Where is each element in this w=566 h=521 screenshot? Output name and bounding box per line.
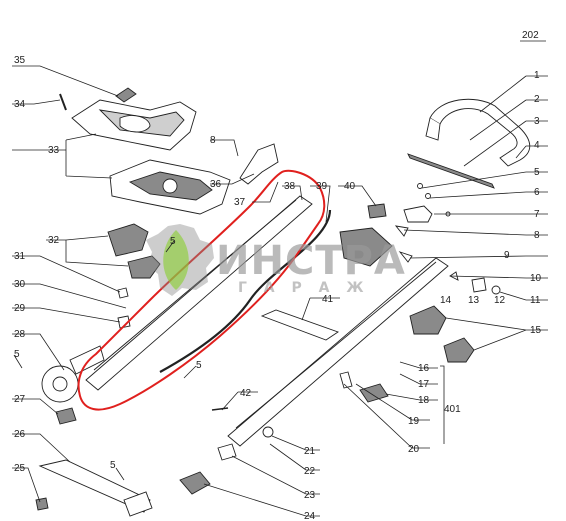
part-38-left-rail bbox=[85, 195, 313, 391]
label-30: 30 bbox=[14, 279, 26, 290]
label-31: 31 bbox=[14, 251, 26, 262]
label-16: 16 bbox=[418, 363, 430, 374]
label-5-left: 5 bbox=[14, 349, 20, 360]
part-15-gearbox bbox=[409, 305, 475, 363]
label-5: 5 bbox=[534, 167, 540, 178]
part-25-foot bbox=[35, 497, 49, 511]
label-13: 13 bbox=[468, 295, 480, 306]
part-33-upper-frame bbox=[71, 99, 197, 151]
part-23-clip bbox=[217, 443, 237, 461]
label-28: 28 bbox=[14, 329, 26, 340]
part-40-block bbox=[367, 203, 387, 219]
label-11: 11 bbox=[530, 295, 541, 306]
label-5-gearbox: 5 bbox=[170, 236, 176, 247]
label-23: 23 bbox=[304, 490, 316, 501]
label-5-middle: 5 bbox=[196, 360, 202, 371]
label-15: 15 bbox=[530, 325, 542, 336]
label-9: 9 bbox=[504, 250, 510, 261]
label-21: 21 bbox=[304, 446, 316, 457]
leader-lines bbox=[12, 65, 548, 517]
label-14: 14 bbox=[440, 295, 452, 306]
label-27: 27 bbox=[14, 394, 26, 405]
label-25: 25 bbox=[14, 463, 26, 474]
label-10: 10 bbox=[530, 273, 542, 284]
label-6: 6 bbox=[534, 187, 540, 198]
part-42-bolt bbox=[211, 407, 229, 411]
label-17: 17 bbox=[418, 379, 430, 390]
part-28-wheel bbox=[41, 345, 105, 403]
label-18: 18 bbox=[418, 395, 430, 406]
part-27-bracket bbox=[55, 407, 77, 425]
part-31-screw bbox=[117, 287, 129, 299]
part-9-clip bbox=[394, 225, 413, 263]
part-29-clip bbox=[117, 315, 131, 329]
part-18-plate bbox=[339, 371, 389, 403]
label-40: 40 bbox=[344, 181, 356, 192]
label-20: 20 bbox=[408, 444, 420, 455]
label-29: 29 bbox=[14, 303, 26, 314]
label-401: 401 bbox=[444, 404, 461, 415]
label-24: 24 bbox=[304, 511, 316, 521]
label-37: 37 bbox=[234, 197, 246, 208]
label-38: 38 bbox=[284, 181, 296, 192]
label-32: 32 bbox=[48, 235, 60, 246]
watermark-leaf-icon bbox=[163, 230, 189, 290]
part-3-strip bbox=[407, 153, 495, 189]
diagram-id-label: 202 bbox=[522, 30, 539, 41]
part-35-pedal bbox=[115, 87, 137, 103]
part-number-labels: 202 1 2 3 4 5 6 7 8 9 10 11 12 13 14 15 … bbox=[14, 30, 546, 521]
part-7-bracket bbox=[403, 183, 451, 223]
part-401-right-rail bbox=[227, 257, 449, 447]
part-41-crossbar bbox=[260, 309, 339, 341]
label-3: 3 bbox=[534, 116, 540, 127]
label-35: 35 bbox=[14, 55, 26, 66]
watermark-subtitle: Г А Р А Ж bbox=[238, 280, 370, 296]
label-7: 7 bbox=[534, 209, 540, 220]
label-22: 22 bbox=[304, 466, 316, 477]
label-12: 12 bbox=[494, 295, 506, 306]
label-36: 36 bbox=[210, 179, 222, 190]
watermark-title: ИНСТРА bbox=[216, 238, 406, 284]
label-1: 1 bbox=[534, 70, 540, 81]
part-33-lower-frame bbox=[109, 159, 231, 215]
label-33: 33 bbox=[48, 145, 60, 156]
part-motor-cover bbox=[339, 227, 393, 267]
label-2: 2 bbox=[534, 94, 540, 105]
label-8: 8 bbox=[534, 230, 540, 241]
label-39: 39 bbox=[316, 181, 328, 192]
label-4: 4 bbox=[534, 140, 540, 151]
label-41: 41 bbox=[322, 294, 334, 305]
watermark: ИНСТРА Г А Р А Ж bbox=[146, 224, 406, 296]
part-26-lower-frame bbox=[38, 459, 211, 517]
part-21-nut bbox=[262, 426, 274, 438]
part-1-handlebar bbox=[425, 98, 531, 167]
part-39-cable bbox=[159, 209, 332, 373]
part-36-bracket bbox=[239, 143, 279, 185]
label-42: 42 bbox=[240, 388, 252, 399]
label-19: 19 bbox=[408, 416, 420, 427]
part-34-pin bbox=[59, 93, 67, 111]
highlight-outline bbox=[77, 169, 326, 411]
label-34: 34 bbox=[14, 99, 26, 110]
label-5-bottom: 5 bbox=[110, 460, 116, 471]
label-26: 26 bbox=[14, 429, 26, 440]
part-13-knob bbox=[449, 271, 501, 295]
label-8-top: 8 bbox=[210, 135, 216, 146]
part-32-gearbox bbox=[107, 223, 161, 279]
